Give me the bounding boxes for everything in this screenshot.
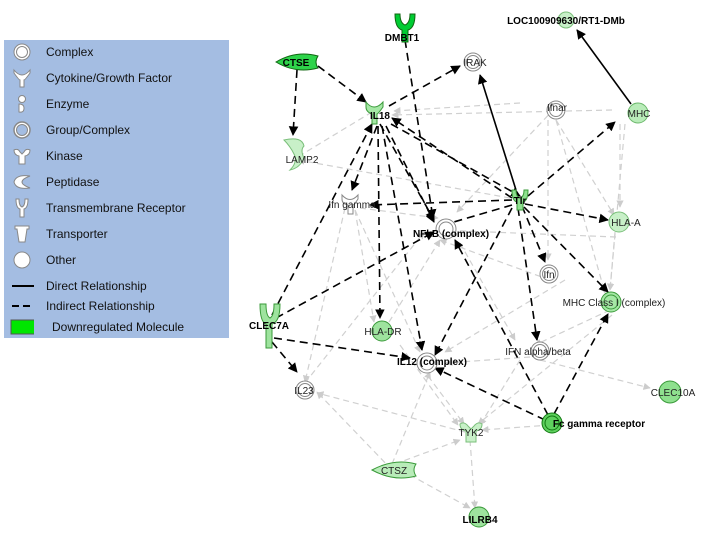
node-ifngamma[interactable]: Ifn gamma <box>328 193 376 215</box>
node-fcg[interactable]: Fc gamma receptor <box>541 412 645 434</box>
indirect-black-edges <box>271 39 616 421</box>
node-label: MHC Class I (complex) <box>563 298 666 309</box>
kinase-icon <box>13 148 31 165</box>
node-label: CLEC10A <box>651 388 696 399</box>
node-loc[interactable]: LOC100909630/RT1-DMb <box>507 11 625 29</box>
other-icon <box>13 251 31 269</box>
legend-label: Peptidase <box>46 175 100 189</box>
legend-label: Indirect Relationship <box>46 299 155 313</box>
indirect-grey-edges <box>295 102 651 509</box>
legend-item: Complex <box>4 42 229 62</box>
node-label: NFkB (complex) <box>413 229 489 240</box>
legend-item: Kinase <box>4 146 229 166</box>
legend-item: Transporter <box>4 224 229 244</box>
group-complex-icon <box>13 121 31 139</box>
node-ctsz[interactable]: CTSZ <box>370 461 417 479</box>
node-label: CTSZ <box>381 466 407 477</box>
legend-label: Complex <box>46 45 94 59</box>
legend-label: Direct Relationship <box>46 279 147 293</box>
legend-item: Direct Relationship <box>4 276 229 296</box>
node-label: CTSE <box>283 58 310 69</box>
node-label: IFN alpha/beta <box>505 347 571 358</box>
node-nfkb[interactable]: NFkB (complex) <box>413 218 489 240</box>
node-label: DMBT1 <box>385 33 420 44</box>
node-hlaa[interactable]: HLA-A <box>608 211 641 233</box>
legend-item: Downregulated Molecule <box>4 317 229 337</box>
node-label: CLEC7A <box>249 321 289 332</box>
node-label: IL18 <box>370 111 390 122</box>
legend-item: Indirect Relationship <box>4 296 229 316</box>
node-tyk2[interactable]: TYK2 <box>458 422 484 443</box>
legend-label: Cytokine/Growth Factor <box>46 71 173 85</box>
node-ifnab[interactable]: IFN alpha/beta <box>505 341 571 361</box>
legend-label: Transporter <box>46 227 108 241</box>
direct-edges <box>478 29 632 191</box>
legend-label: Transmembrane Receptor <box>46 201 186 215</box>
node-label: Tlr <box>514 196 527 207</box>
node-label: IL12 (complex) <box>397 357 467 368</box>
node-il12[interactable]: IL12 (complex) <box>397 352 467 374</box>
node-label: HLA-A <box>611 218 641 229</box>
node-label: Ifnar <box>547 103 568 114</box>
legend-label: Kinase <box>46 149 83 163</box>
node-label: Ifn <box>543 270 554 281</box>
dashed-line-icon <box>12 305 34 307</box>
legend-panel: Complex Cytokine/Growth Factor Enzyme Gr… <box>4 40 229 338</box>
node-hladr[interactable]: HLA-DR <box>364 320 402 342</box>
cytokine-icon <box>13 68 31 88</box>
legend-label: Downregulated Molecule <box>52 320 185 334</box>
node-dmbt1[interactable]: DMBT1 <box>385 13 420 44</box>
legend-label: Enzyme <box>46 97 90 111</box>
node-il23[interactable]: IL23 <box>294 380 315 400</box>
node-label: IRAK <box>463 58 487 69</box>
complex-icon <box>13 43 31 61</box>
solid-line-icon <box>12 285 34 287</box>
legend-item: Enzyme <box>4 94 229 114</box>
node-ifnar[interactable]: Ifnar <box>546 100 568 120</box>
legend-item: Transmembrane Receptor <box>4 198 229 218</box>
transmembrane-receptor-icon <box>15 198 29 218</box>
node-irak[interactable]: IRAK <box>463 52 487 72</box>
legend-label: Other <box>46 253 77 267</box>
node-label: Fc gamma receptor <box>553 419 645 430</box>
peptidase-icon <box>13 175 31 189</box>
legend-item: Group/Complex <box>4 120 229 140</box>
node-clec10a[interactable]: CLEC10A <box>651 380 696 404</box>
node-label: MHC <box>628 109 651 120</box>
node-label: LAMP2 <box>286 155 319 166</box>
legend-label: Group/Complex <box>46 123 131 137</box>
node-clec7a[interactable]: CLEC7A <box>249 303 289 349</box>
legend-item: Peptidase <box>4 172 229 192</box>
node-label: TYK2 <box>458 428 483 439</box>
node-label: LILRB4 <box>463 515 498 526</box>
legend-item: Other <box>4 250 229 270</box>
node-label: HLA-DR <box>364 327 401 338</box>
node-lilrb4[interactable]: LILRB4 <box>463 506 498 528</box>
green-swatch-icon <box>10 319 34 335</box>
node-mhc1[interactable]: MHC Class I (complex) <box>563 291 666 313</box>
node-ifn[interactable]: Ifn <box>539 264 559 284</box>
legend-item: Cytokine/Growth Factor <box>4 68 229 88</box>
node-il18[interactable]: IL18 <box>365 100 390 125</box>
node-label: IL23 <box>294 386 314 397</box>
node-label: LOC100909630/RT1-DMb <box>507 16 625 27</box>
node-mhc[interactable]: MHC <box>627 102 651 124</box>
node-lamp2[interactable]: LAMP2 <box>283 138 319 171</box>
node-ctse[interactable]: CTSE <box>275 53 319 71</box>
transporter-icon <box>14 225 30 243</box>
enzyme-icon <box>18 95 26 113</box>
node-label: Ifn gamma <box>328 200 376 211</box>
node-tlr[interactable]: Tlr <box>511 189 529 211</box>
